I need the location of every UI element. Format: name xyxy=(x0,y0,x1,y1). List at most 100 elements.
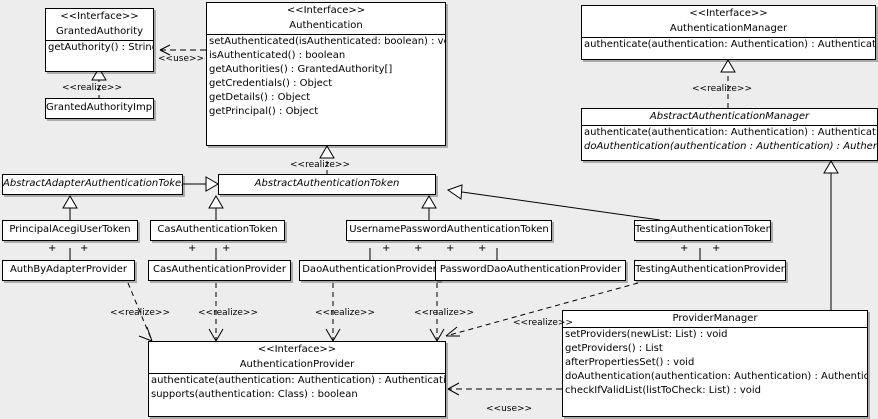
class-name: CasAuthenticationToken xyxy=(157,224,278,235)
class-name: AbstractAuthenticationToken xyxy=(254,178,400,189)
operations-compartment: getAuthority() : String xyxy=(46,41,153,55)
operation: getPrincipal() : Object xyxy=(209,106,319,117)
operations-compartment: authenticate(authentication: Authenticat… xyxy=(149,374,445,402)
operation: checkIfValidList(listToCheck: List) : vo… xyxy=(565,385,762,396)
operation: doAuthentication(authentication : Authen… xyxy=(584,141,878,152)
edge-label-realize-grantedauthorityimpl: <<realize>> xyxy=(62,83,122,93)
operations-compartment: authenticate(authentication: Authenticat… xyxy=(582,38,875,52)
class-cas-authentication-token[interactable]: CasAuthenticationToken xyxy=(150,220,285,241)
class-name: PasswordDaoAuthenticationProvider xyxy=(439,264,622,275)
association-marker-plus: + xyxy=(414,243,423,254)
class-header: AbstractAuthenticationManager xyxy=(582,109,877,125)
class-testing-authentication-token[interactable]: TestingAuthenticationToken xyxy=(634,220,771,241)
edge-generalization-providermanager-abstractauthenticationmanager xyxy=(823,160,839,310)
class-granted-authority-impl[interactable]: GrantedAuthorityImpl xyxy=(45,98,154,119)
operation: afterPropertiesSet() : void xyxy=(565,357,695,368)
operation: getAuthority() : String xyxy=(48,42,154,53)
association-marker-plus: + xyxy=(478,243,487,254)
edge-label-realize-authbyadapterprovider: <<realize>> xyxy=(110,308,170,318)
edge-label-use-authentication-grantedauthority: <<use>> xyxy=(158,54,205,64)
class-name: GrantedAuthority xyxy=(55,26,144,37)
operation: getAuthorities() : GrantedAuthority[] xyxy=(209,64,393,75)
stereotype-label: <<Interface>> xyxy=(286,5,366,16)
operation: getCredentials() : Object xyxy=(209,78,333,89)
class-header: <<Interface>> GrantedAuthority xyxy=(46,9,153,40)
operation: authenticate(authentication: Authenticat… xyxy=(151,375,446,386)
class-name: AuthByAdapterProvider xyxy=(9,264,128,275)
operations-compartment: setAuthenticated(isAuthenticated: boolea… xyxy=(207,35,445,119)
edge-generalization-testingauthenticationtoken xyxy=(446,184,661,221)
edge-generalization-abstractadapter-abstracttoken xyxy=(182,176,219,192)
association-marker-plus: + xyxy=(188,243,197,254)
edge-label-use-providermanager: <<use>> xyxy=(486,404,533,414)
compartment-divider xyxy=(149,373,445,374)
class-header: <<Interface>> AuthenticationProvider xyxy=(149,342,445,373)
class-name: AuthenticationProvider xyxy=(239,359,355,370)
class-auth-by-adapter-provider[interactable]: AuthByAdapterProvider xyxy=(2,260,135,281)
edge-label-realize-abstractauthenticationtoken: <<realize>> xyxy=(290,160,350,170)
operations-compartment: setProviders(newList: List) : void getPr… xyxy=(563,328,867,398)
class-name: ProviderManager xyxy=(672,313,758,324)
class-authentication-provider[interactable]: <<Interface>> AuthenticationProvider aut… xyxy=(148,341,446,417)
class-name: UsernamePasswordAuthenticationToken xyxy=(349,224,549,235)
edge-use-providermanager-authenticationprovider xyxy=(447,382,562,396)
class-name: AbstractAuthenticationManager xyxy=(649,111,810,122)
class-abstract-adapter-authentication-token[interactable]: AbstractAdapterAuthenticationToken xyxy=(2,174,183,195)
edge-generalization-principalacegiusertoken xyxy=(62,195,78,220)
operation: authenticate(authentication: Authenticat… xyxy=(584,39,876,50)
edge-label-realize-abstractauthenticationmanager: <<realize>> xyxy=(692,84,752,94)
class-granted-authority[interactable]: <<Interface>> GrantedAuthority getAuthor… xyxy=(45,8,154,72)
edge-label-realize-casauthenticationprovider: <<realize>> xyxy=(198,308,258,318)
association-marker-plus: + xyxy=(48,243,57,254)
class-name: TestingAuthenticationToken xyxy=(635,224,771,235)
class-username-password-authentication-token[interactable]: UsernamePasswordAuthenticationToken xyxy=(346,220,552,241)
class-name: GrantedAuthorityImpl xyxy=(46,102,154,113)
class-cas-authentication-provider[interactable]: CasAuthenticationProvider xyxy=(148,260,291,281)
class-name: Authentication xyxy=(289,20,363,31)
operation: authenticate(authentication: Authenticat… xyxy=(584,127,878,138)
association-marker-plus: + xyxy=(80,243,89,254)
edge-label-realize-daoauthenticationprovider: <<realize>> xyxy=(315,308,375,318)
association-marker-plus: + xyxy=(446,243,455,254)
class-abstract-authentication-manager[interactable]: AbstractAuthenticationManager authentica… xyxy=(581,108,878,161)
association-marker-plus: + xyxy=(680,243,689,254)
operation: supports(authentication: Class) : boolea… xyxy=(151,389,358,400)
class-header: <<Interface>> AuthenticationManager xyxy=(582,6,875,37)
operation: setAuthenticated(isAuthenticated: boolea… xyxy=(209,36,446,47)
class-name: DaoAuthenticationProvider xyxy=(302,264,437,275)
class-name: AbstractAdapterAuthenticationToken xyxy=(3,178,183,189)
class-authentication[interactable]: <<Interface>> Authentication setAuthenti… xyxy=(206,2,446,146)
edge-generalization-usernamepasswordauthenticationtoken xyxy=(421,195,437,220)
stereotype-label: <<Interface>> xyxy=(257,344,337,355)
operation: doAuthentication(authentication: Authent… xyxy=(565,371,868,382)
class-provider-manager[interactable]: ProviderManager setProviders(newList: Li… xyxy=(562,310,868,417)
class-name: TestingAuthenticationProvider xyxy=(635,264,785,275)
operation: isAuthenticated() : boolean xyxy=(209,50,346,61)
edge-label-realize-testingauthenticationprovider: <<realize>> xyxy=(513,318,573,328)
class-password-dao-authentication-provider[interactable]: PasswordDaoAuthenticationProvider xyxy=(435,260,626,281)
compartment-divider xyxy=(207,34,445,35)
class-header: ProviderManager xyxy=(563,311,867,327)
operation: getDetails() : Object xyxy=(209,92,311,103)
class-dao-authentication-provider[interactable]: DaoAuthenticationProvider xyxy=(299,260,440,281)
association-marker-plus: + xyxy=(712,243,721,254)
association-marker-plus: + xyxy=(222,243,231,254)
operations-compartment: authenticate(authentication: Authenticat… xyxy=(582,126,877,154)
class-principal-acegi-user-token[interactable]: PrincipalAcegiUserToken xyxy=(2,220,138,241)
compartment-divider xyxy=(582,125,877,126)
class-header: <<Interface>> Authentication xyxy=(207,3,445,34)
edge-generalization-casauthenticationtoken xyxy=(208,195,224,220)
compartment-divider xyxy=(46,40,153,41)
class-abstract-authentication-token[interactable]: AbstractAuthenticationToken xyxy=(218,174,436,195)
edge-label-realize-passworddaoauthenticationprovider: <<realize>> xyxy=(414,308,474,318)
class-testing-authentication-provider[interactable]: TestingAuthenticationProvider xyxy=(634,260,786,281)
class-name: PrincipalAcegiUserToken xyxy=(9,224,131,235)
class-name: CasAuthenticationProvider xyxy=(153,264,286,275)
operation: getProviders() : List xyxy=(565,343,663,354)
stereotype-label: <<Interface>> xyxy=(60,11,139,22)
class-authentication-manager[interactable]: <<Interface>> AuthenticationManager auth… xyxy=(581,5,876,60)
class-name: AuthenticationManager xyxy=(669,23,788,34)
operation: setProviders(newList: List) : void xyxy=(565,329,728,340)
association-marker-plus: + xyxy=(382,243,391,254)
